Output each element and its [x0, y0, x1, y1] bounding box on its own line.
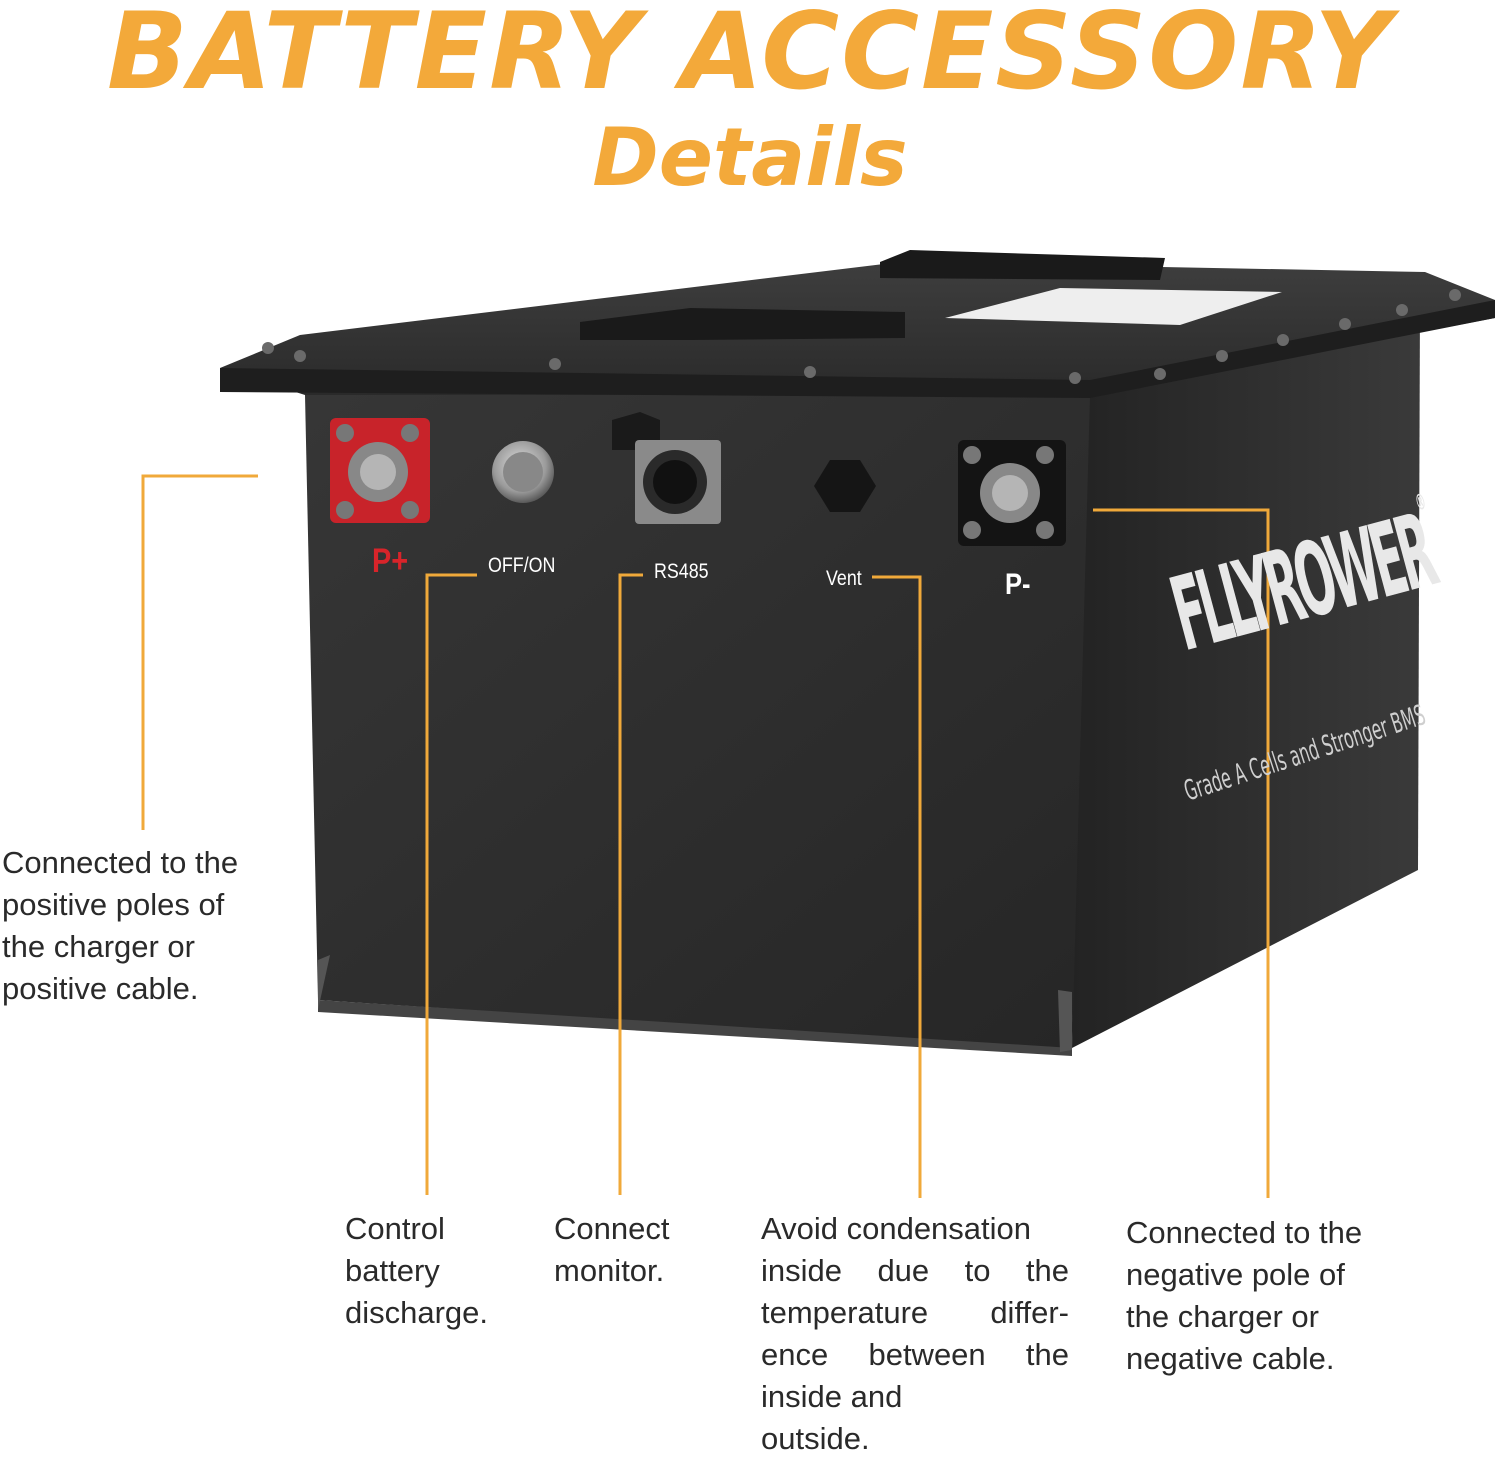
label-negative-terminal: P- [1005, 568, 1031, 601]
leader-positive [141, 474, 258, 830]
label-vent: Vent [826, 567, 862, 590]
label-rs485: RS485 [654, 560, 709, 583]
label-power-switch: OFF/ON [488, 554, 556, 577]
vent-plug [814, 460, 876, 512]
rs485-port [612, 412, 721, 524]
negative-terminal [958, 440, 1066, 546]
leader-negative [1093, 508, 1270, 1198]
leader-comm [618, 573, 643, 1195]
handle-front [580, 308, 905, 340]
callout-leader-lines [141, 474, 1270, 1198]
callout-negative: Connected to the negative pole of the ch… [1126, 1215, 1363, 1376]
callout-switch: Control battery discharge. [345, 1211, 489, 1330]
power-switch [492, 441, 554, 503]
battery-front-face [305, 395, 1090, 1050]
callout-comm: Connect monitor. [554, 1211, 670, 1288]
label-positive-terminal: P+ [372, 542, 409, 580]
handle-back [880, 250, 1165, 280]
battery-side-face [1072, 300, 1420, 1048]
callout-positive: Connected to the positive poles of the c… [2, 845, 239, 1006]
battery-bottom-lip [318, 1000, 1072, 1056]
leader-switch [425, 573, 477, 1195]
lid-label-sticker [945, 288, 1282, 325]
positive-terminal [330, 418, 430, 523]
lid-bolts [262, 289, 1461, 384]
page-title: BATTERY ACCESSORY [106, 0, 1394, 113]
page-subtitle: Details [592, 111, 908, 204]
leader-vent [872, 575, 922, 1198]
callout-vent: Avoid condensation inside due to the tem… [761, 1211, 1069, 1456]
